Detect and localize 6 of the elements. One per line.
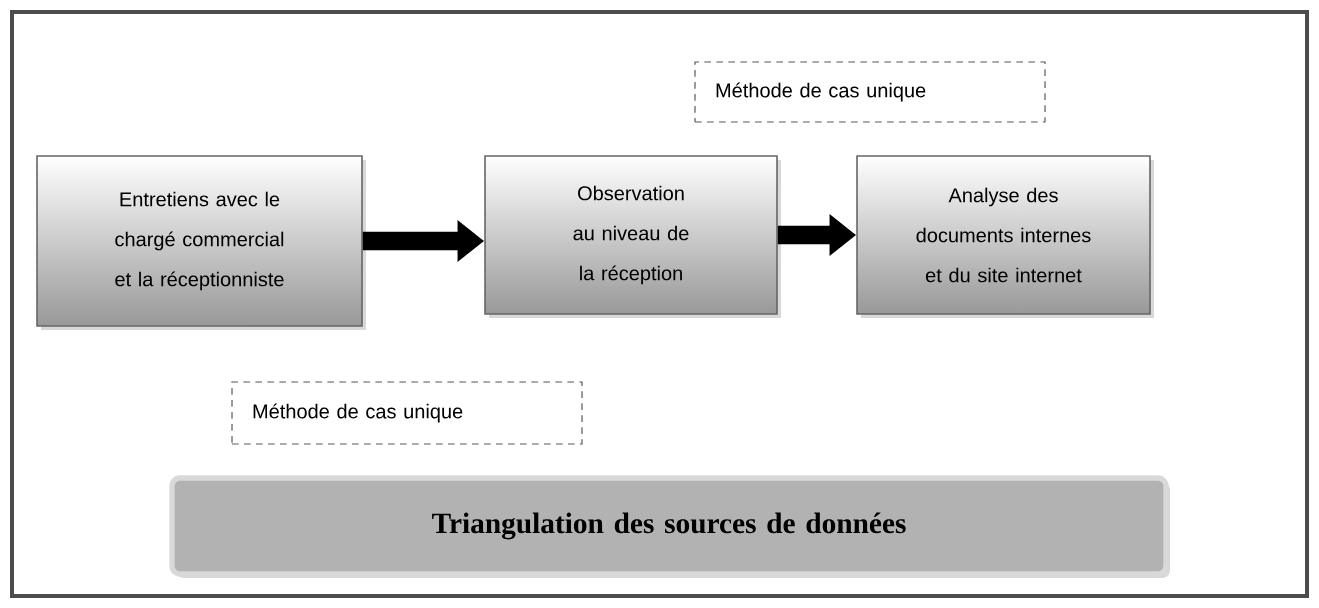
- dashed-note-box: Méthode de cas unique: [694, 61, 1046, 123]
- process-box: Analyse des documents internes et du site internet: [856, 155, 1154, 318]
- dashed-note-box: Méthode de cas unique: [231, 381, 583, 445]
- process-box: Observation au niveau de la réception: [484, 155, 781, 318]
- process-box: Entretiens avec le chargé commercial et la réceptionniste: [36, 155, 366, 330]
- title-banner: Triangulation des sources de données: [169, 475, 1170, 578]
